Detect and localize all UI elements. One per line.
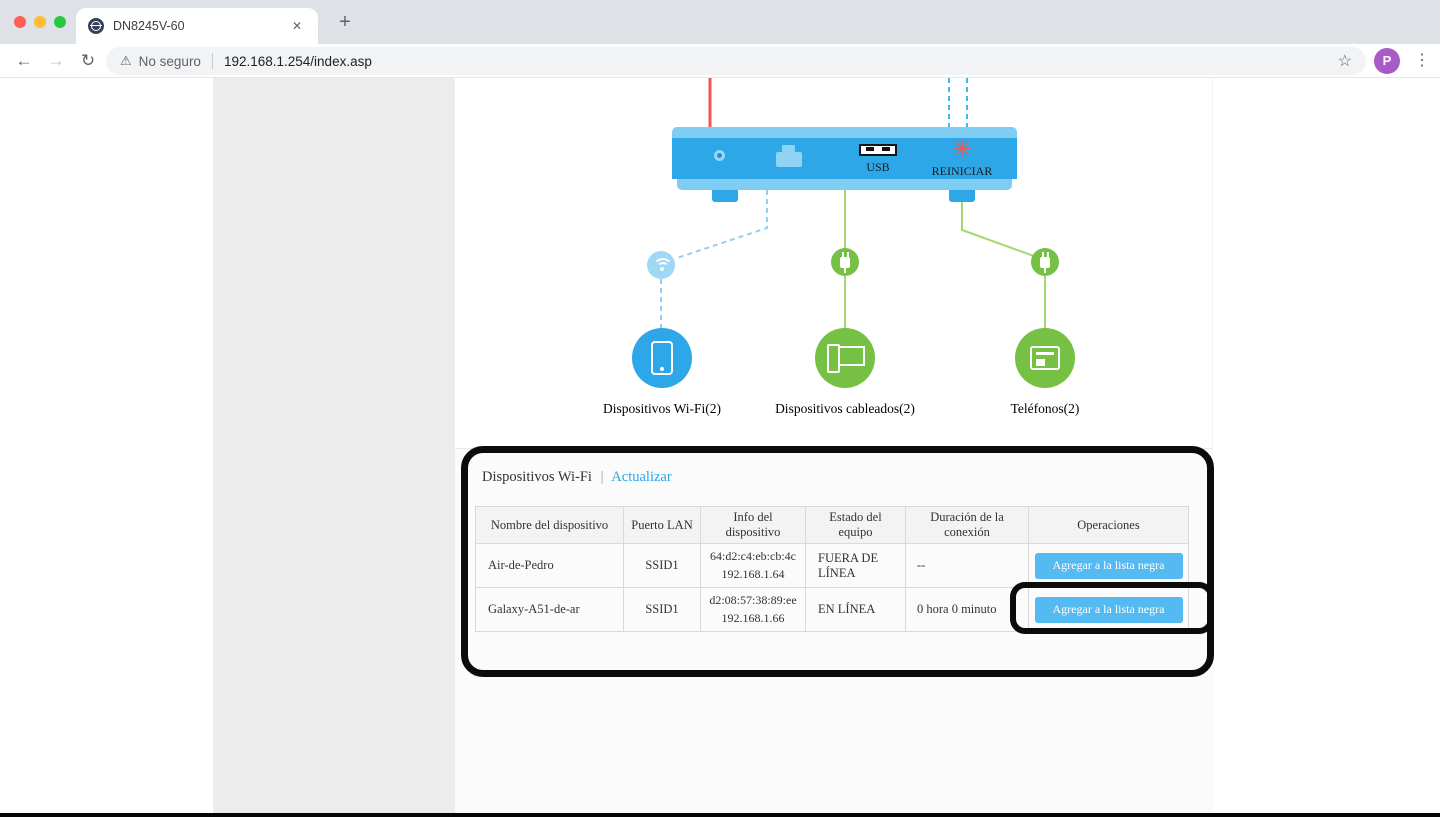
wifi-signal-icon (647, 251, 675, 279)
device-operations: Agregar a la lista negra (1028, 587, 1189, 632)
phones-label: Teléfonos(2) (1010, 401, 1080, 416)
usb-icon (859, 144, 897, 156)
device-duration: -- (905, 543, 1029, 588)
wifi-arcs-icon (652, 257, 673, 273)
table-header-row: Nombre del dispositivo Puerto LAN Info d… (475, 506, 1189, 544)
plug-icon-wired (831, 248, 859, 276)
browser-menu-icon[interactable]: ⋮ (1414, 52, 1430, 69)
forward-icon[interactable]: → (47, 51, 65, 70)
new-tab-button[interactable]: + (339, 11, 351, 33)
wifi-devices-table: Nombre del dispositivo Puerto LAN Info d… (475, 506, 1189, 632)
device-lan-port: SSID1 (623, 587, 701, 632)
browser-tab-strip: DN8245V-60 ✕ + (0, 0, 1440, 44)
not-secure-icon: ⚠ (120, 53, 132, 68)
wifi-devices-group-button[interactable] (632, 328, 692, 388)
panel-title-row: Dispositivos Wi-Fi | Actualizar (482, 469, 672, 486)
browser-toolbar: ← → ↻ ⚠ No seguro 192.168.1.254 /index.a… (0, 44, 1440, 78)
wifi-dot (660, 266, 664, 271)
phone-icon (1030, 346, 1060, 370)
network-topology-diagram: USB ✳ REINICIAR (455, 78, 1213, 448)
restart-icon[interactable]: ✳ (951, 137, 973, 163)
tab-title: DN8245V-60 (113, 19, 185, 33)
plug-glyph-icon (840, 251, 850, 273)
device-mac: d2:08:57:38:89:ee (709, 593, 797, 608)
page-url-host[interactable]: 192.168.1.254 (223, 53, 311, 69)
address-bar[interactable]: ⚠ No seguro 192.168.1.254 /index.asp ☆ (106, 47, 1366, 75)
col-header-name: Nombre del dispositivo (475, 506, 624, 544)
bookmark-star-icon[interactable]: ☆ (1337, 53, 1352, 70)
tablet-icon (651, 341, 673, 375)
router-admin-page: USB ✳ REINICIAR (0, 78, 1440, 817)
col-header-lan: Puerto LAN (623, 506, 701, 544)
col-header-duration: Duración de la conexión (905, 506, 1029, 544)
router-device: USB ✳ REINICIAR (672, 127, 1017, 202)
router-top-band (672, 127, 1017, 138)
col-header-status: Estado del equipo (805, 506, 906, 544)
wifi-devices-panel: Dispositivos Wi-Fi | Actualizar Nombre d… (455, 448, 1213, 817)
router-usb: USB (856, 144, 900, 175)
add-blacklist-button[interactable]: Agregar a la lista negra (1034, 552, 1183, 579)
router-body: USB ✳ REINICIAR (672, 137, 1017, 179)
device-status: EN LÍNEA (805, 587, 906, 632)
browser-tab[interactable]: DN8245V-60 ✕ (76, 8, 318, 44)
device-info: d2:08:57:38:89:ee 192.168.1.66 (700, 587, 806, 632)
screenshot-bottom-line (0, 813, 1440, 817)
not-secure-label[interactable]: No seguro (138, 53, 201, 69)
window-controls (14, 16, 66, 28)
router-port-icon (714, 150, 725, 161)
device-duration: 0 hora 0 minuto (905, 587, 1029, 632)
reload-icon[interactable]: ↻ (80, 51, 96, 70)
table-row: Air-de-Pedro SSID1 64:d2:c4:eb:cb:4c 192… (475, 543, 1189, 588)
restart-label: REINICIAR (931, 164, 993, 178)
wired-devices-label: Dispositivos cableados(2) (775, 401, 915, 416)
plug-glyph-icon (1040, 251, 1050, 273)
sidebar (213, 78, 455, 817)
device-operations: Agregar a la lista negra (1028, 543, 1189, 588)
refresh-link[interactable]: Actualizar (611, 469, 672, 485)
add-blacklist-button[interactable]: Agregar a la lista negra (1034, 596, 1183, 623)
wifi-devices-label: Dispositivos Wi-Fi(2) (602, 401, 722, 416)
device-ip: 192.168.1.64 (721, 566, 785, 581)
router-lan-icon (776, 145, 802, 167)
main-content: USB ✳ REINICIAR (455, 78, 1213, 817)
device-ip: 192.168.1.66 (721, 610, 785, 625)
table-row: Galaxy-A51-de-ar SSID1 d2:08:57:38:89:ee… (475, 587, 1189, 632)
router-foot-right (949, 190, 975, 202)
tab-close-icon[interactable]: ✕ (291, 19, 302, 33)
device-mac: 64:d2:c4:eb:cb:4c (710, 549, 796, 564)
page-url-path[interactable]: /index.asp (310, 53, 372, 69)
router-bottom-band (677, 179, 1012, 190)
panel-title: Dispositivos Wi-Fi (482, 469, 592, 485)
window-zoom-button[interactable] (54, 16, 66, 28)
site-favicon-icon (88, 18, 104, 34)
device-name: Galaxy-A51-de-ar (475, 587, 624, 632)
profile-avatar[interactable]: P (1374, 48, 1400, 74)
device-status: FUERA DE LÍNEA (805, 543, 906, 588)
title-separator: | (600, 469, 604, 485)
back-icon[interactable]: ← (15, 51, 33, 70)
plug-icon-phone (1031, 248, 1059, 276)
router-restart[interactable]: ✳ REINICIAR (922, 137, 1002, 179)
router-foot-left (712, 190, 738, 202)
usb-label: USB (866, 160, 890, 174)
window-minimize-button[interactable] (34, 16, 46, 28)
desktop-icon (827, 344, 865, 373)
wired-devices-group-button[interactable] (815, 328, 875, 388)
device-info: 64:d2:c4:eb:cb:4c 192.168.1.64 (700, 543, 806, 588)
window-close-button[interactable] (14, 16, 26, 28)
phone-link-line (961, 202, 1046, 330)
col-header-operations: Operaciones (1028, 506, 1189, 544)
phones-group-button[interactable] (1015, 328, 1075, 388)
wifi-dashed-link (676, 190, 768, 259)
col-header-info: Info del dispositivo (700, 506, 806, 544)
device-lan-port: SSID1 (623, 543, 701, 588)
omnibox-divider (211, 53, 213, 69)
device-name: Air-de-Pedro (475, 543, 624, 588)
